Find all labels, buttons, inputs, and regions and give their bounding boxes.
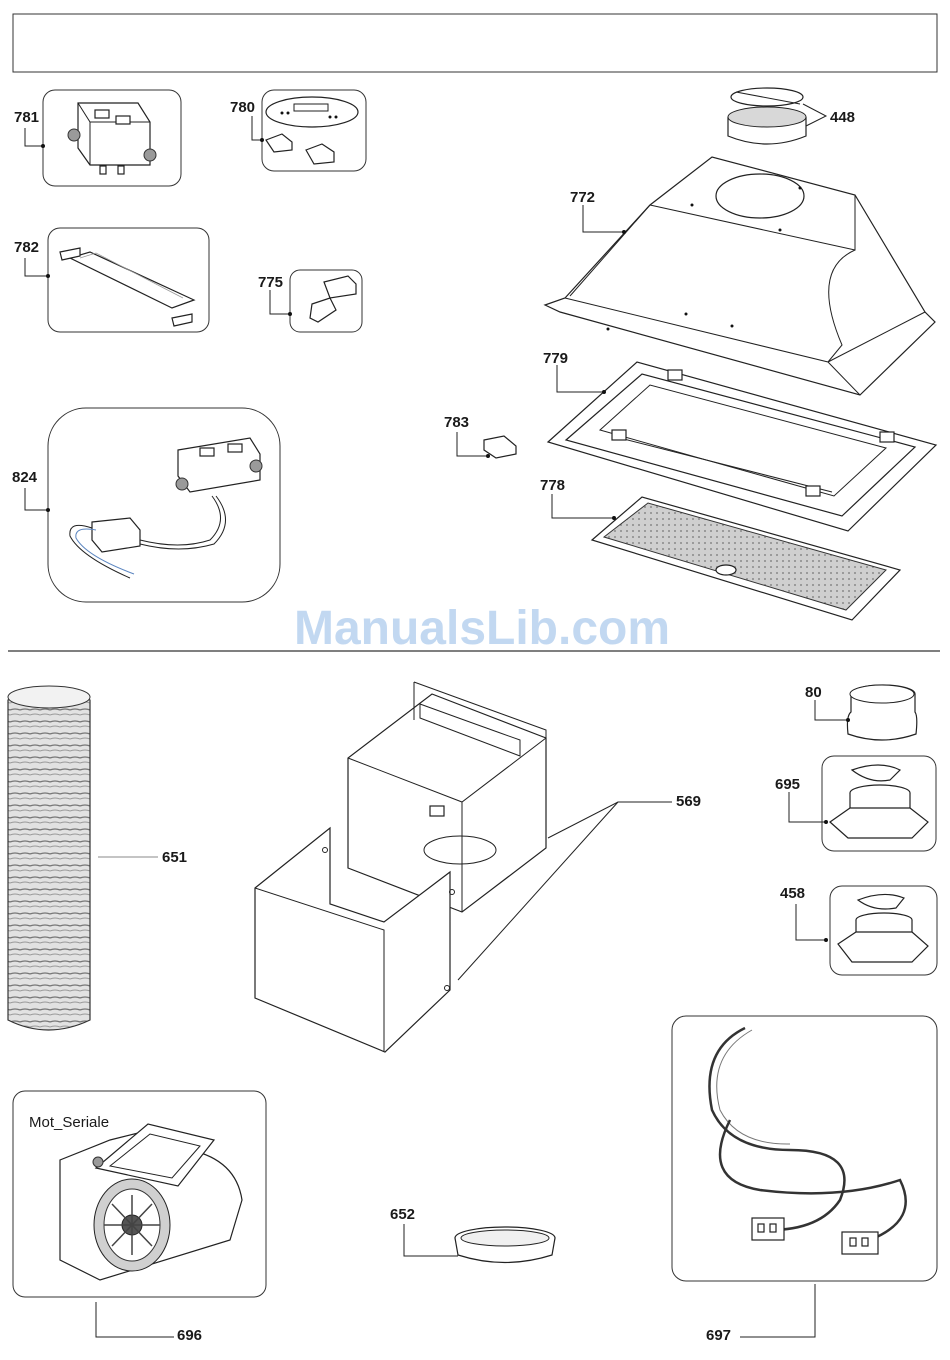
label-783: 783 xyxy=(444,414,469,431)
label-695: 695 xyxy=(775,776,800,793)
part-651-flexible-duct xyxy=(8,686,90,1030)
part-569-chimney-box xyxy=(255,682,546,1052)
motor-caption: Mot_Seriale xyxy=(29,1114,109,1131)
label-780: 780 xyxy=(230,99,255,116)
part-458-outlet xyxy=(830,886,937,975)
label-697: 697 xyxy=(706,1327,731,1344)
label-779: 779 xyxy=(543,350,568,367)
label-652: 652 xyxy=(390,1206,415,1223)
label-569: 569 xyxy=(676,793,701,810)
watermark: ManualsLib.com xyxy=(294,602,670,655)
part-824-control-with-transformer xyxy=(48,408,280,602)
label-775: 775 xyxy=(258,274,283,291)
label-448: 448 xyxy=(830,109,855,126)
label-458: 458 xyxy=(780,885,805,902)
label-651: 651 xyxy=(162,849,187,866)
part-695-outlet-with-flap xyxy=(822,756,936,851)
part-781-control-module xyxy=(43,90,181,186)
label-772: 772 xyxy=(570,189,595,206)
part-780-clip-plate xyxy=(262,90,366,171)
part-696-blower-motor: Mot_Seriale xyxy=(13,1091,266,1297)
label-778: 778 xyxy=(540,477,565,494)
part-782-glass-panel xyxy=(48,228,209,332)
label-80: 80 xyxy=(805,684,822,701)
part-448-duct-collar xyxy=(728,88,806,144)
label-782: 782 xyxy=(14,239,39,256)
part-697-power-cable xyxy=(672,1016,937,1281)
part-772-hood-body xyxy=(545,157,935,395)
part-775-bracket xyxy=(290,270,362,332)
label-696: 696 xyxy=(177,1327,202,1344)
part-779-filter-frame xyxy=(548,362,936,531)
header-frame xyxy=(13,14,937,72)
label-781: 781 xyxy=(14,109,39,126)
part-80-reducer xyxy=(847,685,916,740)
label-824: 824 xyxy=(12,469,38,486)
part-652-ring xyxy=(455,1227,555,1263)
